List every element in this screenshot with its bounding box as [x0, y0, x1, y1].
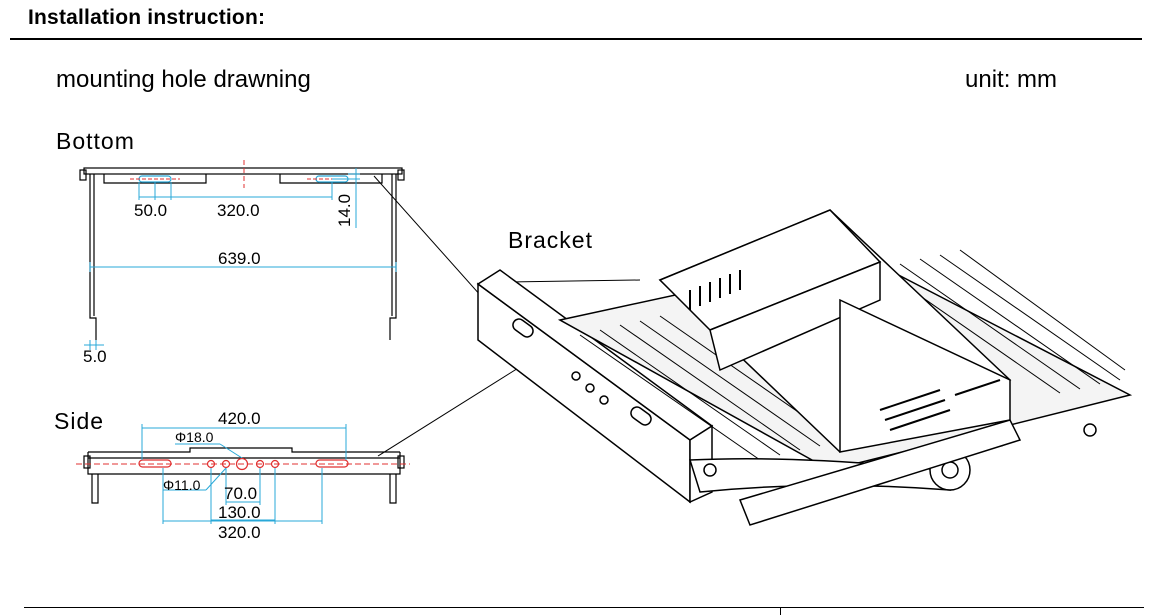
dim-320: 320.0 — [218, 523, 261, 542]
dim-slot-length: 50.0 — [134, 201, 167, 220]
floodlight-fixture-drawing — [476, 209, 1133, 526]
unit-label: unit: mm — [965, 66, 1058, 93]
dim-overall-width: 639.0 — [218, 249, 261, 268]
dim-slot-spacing: 320.0 — [217, 201, 260, 220]
bottom-view-label: Bottom — [56, 128, 135, 154]
dim-slot-offset: 14.0 — [335, 194, 354, 227]
header-divider — [10, 38, 1142, 40]
leader-side-to-bracket — [377, 359, 532, 457]
dim-span: 420.0 — [218, 409, 261, 428]
dim-130: 130.0 — [218, 503, 261, 522]
footer-divider — [24, 607, 1144, 608]
bracket-label: Bracket — [508, 227, 593, 253]
dim-hole-small: Φ11.0 — [163, 477, 201, 493]
side-dimension-lines — [141, 424, 347, 524]
dim-hole-large: Φ18.0 — [175, 429, 214, 445]
side-view-label: Side — [54, 408, 105, 434]
dim-70: 70.0 — [224, 484, 257, 503]
bottom-dimension-lines — [84, 168, 397, 350]
dim-foot: 5.0 — [83, 347, 107, 366]
header-title: Installation instruction: — [28, 6, 266, 29]
footer-divider-tick — [780, 607, 781, 615]
drawing-subtitle: mounting hole drawning — [56, 66, 311, 93]
leader-bracket-label — [507, 279, 641, 283]
